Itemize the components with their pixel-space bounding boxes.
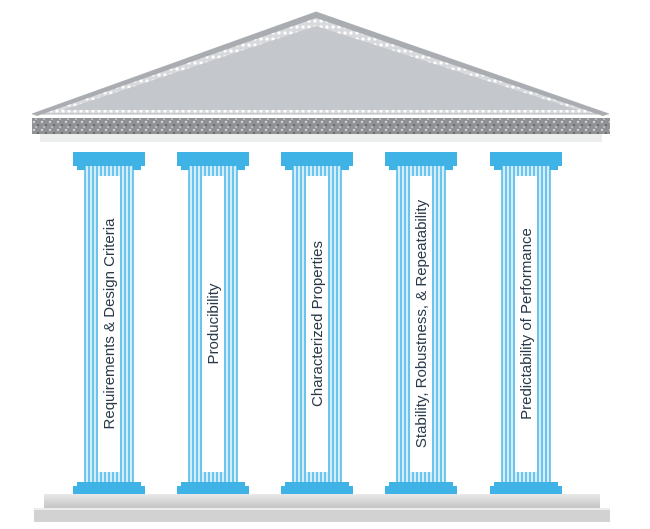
pillar-label-3: Characterized Properties (309, 241, 326, 407)
entablature-band (40, 134, 602, 142)
columns-group: Requirements & Design Criteria Producibil… (73, 152, 562, 498)
cornice-strip (32, 118, 610, 134)
column-label-panel (202, 176, 224, 472)
column-capital (490, 152, 562, 166)
column-capital (281, 152, 353, 166)
column-label-panel (98, 176, 120, 472)
pillar-label-4: Stability, Robustness, & Repeatability (413, 199, 430, 448)
column-capital (177, 152, 249, 166)
column-base-lip (181, 482, 245, 486)
column-base-lip (494, 482, 558, 486)
column-1: Requirements & Design Criteria (73, 152, 145, 498)
column-base-lip (389, 482, 453, 486)
column-3: Characterized Properties (281, 152, 353, 498)
pillar-label-5: Predictability of Performance (518, 228, 535, 420)
pillar-label-2: Producibility (205, 283, 222, 364)
column-capital (385, 152, 457, 166)
column-4: Stability, Robustness, & Repeatability (385, 152, 457, 498)
column-5: Predictability of Performance (490, 152, 562, 498)
pillar-label-1: Requirements & Design Criteria (101, 218, 118, 430)
column-label-panel (515, 176, 537, 472)
column-label-panel (410, 176, 432, 472)
roof-pediment (31, 11, 610, 116)
temple-base (34, 494, 610, 522)
column-base-lip (77, 482, 141, 486)
column-capital (73, 152, 145, 166)
column-base-lip (285, 482, 349, 486)
column-2: Producibility (177, 152, 249, 498)
column-label-panel (306, 176, 328, 472)
